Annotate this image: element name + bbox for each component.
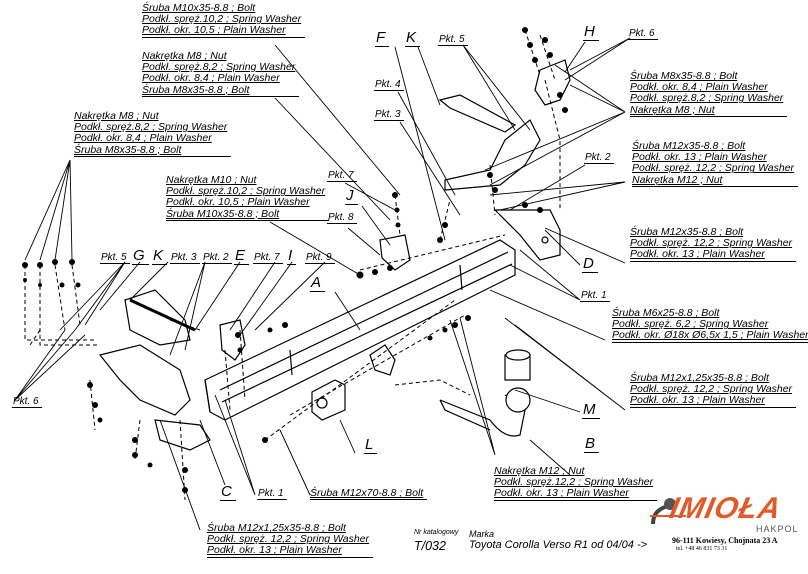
catalog-number-caption: Nr katalogowy (414, 529, 459, 536)
note-left: Nakrętka M8 ; Nut Podkł. spręż.8,2 ; Spr… (74, 110, 232, 157)
part-label-L: L (364, 437, 378, 454)
towball-logo-icon (650, 498, 686, 525)
catalog-number: T/032 (414, 539, 446, 553)
part-label-H: H (583, 24, 599, 41)
note-top-left-2: Nakrętka M8 ; Nut Podkł. spręż.8,2 ; Spr… (142, 50, 300, 97)
note-bolt-m12x70: Śruba M12x70-8.8 ; Bolt (310, 487, 428, 501)
note-right-4: Śruba M6x25-8.8 ; Bolt Podkł. spręż. 6,2… (612, 307, 808, 343)
point-label-pkt8: Pkt. 8 (327, 212, 357, 224)
bracket-H (534, 59, 571, 106)
brand-name: IMIOŁA (666, 492, 785, 525)
part-label-C: C (220, 484, 236, 501)
tow-ball-B (439, 349, 531, 437)
bracket-D (493, 209, 561, 261)
brand-phone: tel. +48 46 831 73 31 (676, 546, 728, 552)
part-label-E: E (234, 248, 250, 265)
point-label-pkt2-right: Pkt. 2 (584, 152, 614, 164)
bracket-left (98, 289, 211, 451)
part-label-M: M (582, 402, 600, 419)
point-label-pkt6-left: Pkt. 6 (12, 396, 42, 408)
part-label-D: D (582, 256, 598, 273)
part-label-F: F (375, 30, 390, 47)
point-label-pkt5-top: Pkt. 5 (438, 34, 468, 46)
bracket-F (438, 94, 541, 191)
part-label-K-left: K (152, 248, 168, 265)
catalog-make: Toyota Corolla Verso R1 od 04/04 -> (469, 539, 648, 551)
part-label-G: G (132, 248, 149, 265)
point-label-pkt3-left: Pkt. 3 (170, 252, 200, 264)
point-label-pkt4: Pkt. 4 (374, 79, 404, 91)
part-label-J: J (345, 188, 358, 205)
note-right-1: Śruba M8x35-8.8 ; Bolt Podkł. okr. 8,4 ;… (630, 70, 788, 117)
point-label-pkt9: Pkt. 9 (305, 252, 335, 264)
catalog-make-caption: Marka (469, 529, 495, 539)
point-label-pkt2-left: Pkt. 2 (202, 252, 232, 264)
note-bottom-left: Śruba M12x1,25x35-8.8 ; Bolt Podkł. sprę… (207, 522, 374, 558)
point-label-pkt7-top: Pkt. 7 (327, 170, 357, 182)
point-label-pkt6-top: Pkt. 6 (628, 28, 658, 40)
note-right-5: Śruba M12x1,25x35-8.8 ; Bolt Podkł. sprę… (630, 372, 797, 408)
part-label-B: B (584, 436, 600, 453)
point-label-pkt1-bottom: Pkt. 1 (257, 488, 287, 500)
note-right-2: Śruba M12x35-8.8 ; Bolt Podkł. okr. 13 ;… (632, 140, 799, 187)
part-label-I: I (287, 248, 297, 265)
point-label-pkt3-top: Pkt. 3 (374, 109, 404, 121)
part-label-K-top: K (405, 30, 421, 47)
point-label-pkt1-right: Pkt. 1 (580, 290, 610, 302)
note-bottom-mid: Nakrętka M12 ; Nut Podkł. spręż.12,2 ; S… (494, 465, 658, 501)
point-label-pkt7-left: Pkt. 7 (253, 252, 283, 264)
brand-sub: HAKPOL (756, 524, 799, 534)
part-label-A: A (310, 275, 326, 292)
note-mid-left: Nakrętka M10 ; Nut Podkł. spręż.10,2 ; S… (166, 174, 330, 221)
hanger-bracket (369, 344, 396, 376)
brand-logo: IMIOŁA HAKPOL (648, 490, 804, 540)
point-label-pkt5-left: Pkt. 5 (100, 252, 130, 264)
brand-address: 96-111 Kowiesy, Chojnata 23 A (672, 536, 778, 545)
note-top-left-1: Śruba M10x35-8.8 ; Bolt Podkł. spręż.10,… (142, 2, 306, 38)
socket-plate-L (311, 379, 346, 421)
bracket-J (379, 234, 411, 271)
note-right-3: Śruba M12x35-8.8 ; Bolt Podkł. spręż. 12… (630, 226, 797, 262)
